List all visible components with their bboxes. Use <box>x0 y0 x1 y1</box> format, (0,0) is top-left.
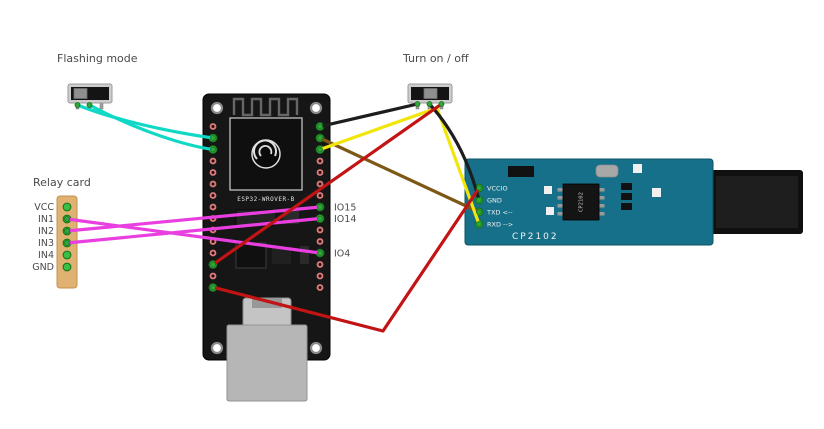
wire-black-en <box>318 102 420 129</box>
wire-red-power-2 <box>212 186 481 333</box>
chip-label: CP2102 <box>579 192 585 212</box>
wifi-module-shield <box>229 117 303 191</box>
relay-pin-label-in2: IN2 <box>38 226 54 237</box>
gpio-label-io14: IO14 <box>334 214 356 225</box>
crystal <box>595 164 619 178</box>
wire-relay-in2 <box>65 205 322 233</box>
relay-card-label: Relay card <box>33 176 91 189</box>
adapter-pin-label: RXD --> <box>487 221 513 229</box>
gpio-label-io4: IO4 <box>334 249 350 260</box>
wire-flashing-2 <box>87 103 215 152</box>
smd-component <box>546 207 554 215</box>
adapter-pin-label: VCCIO <box>487 185 508 193</box>
wire-black-gnd <box>427 102 481 202</box>
smd-component <box>300 246 309 264</box>
relay-pin-label-gnd: GND <box>32 262 54 273</box>
usb-serial-adapter: CP2102 VCCIO GND TXD <-- RXD --> CP2102 <box>464 158 803 246</box>
flash-chip <box>235 242 267 269</box>
esp32-silkscreen-label: ESP32-WROVER-B <box>237 196 295 203</box>
smd-component <box>544 186 552 194</box>
usb-plug <box>226 324 308 402</box>
smd-component <box>272 247 291 264</box>
wire-flashing-1 <box>75 103 215 140</box>
mounting-hole <box>309 101 323 115</box>
antenna <box>232 97 299 117</box>
adapter-board-label: CP2102 <box>512 232 559 242</box>
adapter-pin-label: TXD <-- <box>486 209 513 217</box>
relay-pin-label-in1: IN1 <box>38 214 54 225</box>
adapter-pin-label: GND <box>487 197 502 205</box>
flashing-mode-label: Flashing mode <box>57 52 138 65</box>
smd-component <box>633 164 642 173</box>
mounting-hole <box>210 341 224 355</box>
wire-relay-in1 <box>65 217 322 255</box>
wires <box>64 101 482 333</box>
relay-pin-label-in4: IN4 <box>38 250 54 261</box>
smd-component <box>621 203 632 210</box>
wire-relay-in3 <box>65 216 322 245</box>
wire-serial-brown <box>318 136 481 214</box>
relay-pin-label-vcc: VCC <box>34 202 54 213</box>
mounting-hole <box>309 341 323 355</box>
smd-component <box>508 166 534 177</box>
relay-pin-label-in3: IN3 <box>38 238 54 249</box>
mounting-hole <box>210 101 224 115</box>
esp-logo-icon <box>251 139 281 169</box>
power-switch-label: Turn on / off <box>402 52 469 65</box>
gpio-label-io15: IO15 <box>334 203 356 214</box>
switch-knob <box>423 88 438 99</box>
cp2102-chip: CP2102 <box>557 183 605 221</box>
smd-component <box>621 183 632 190</box>
smd-component <box>621 193 632 200</box>
switch-knob <box>73 88 88 99</box>
wire-red-power-1 <box>211 102 444 267</box>
smd-component <box>652 188 661 197</box>
